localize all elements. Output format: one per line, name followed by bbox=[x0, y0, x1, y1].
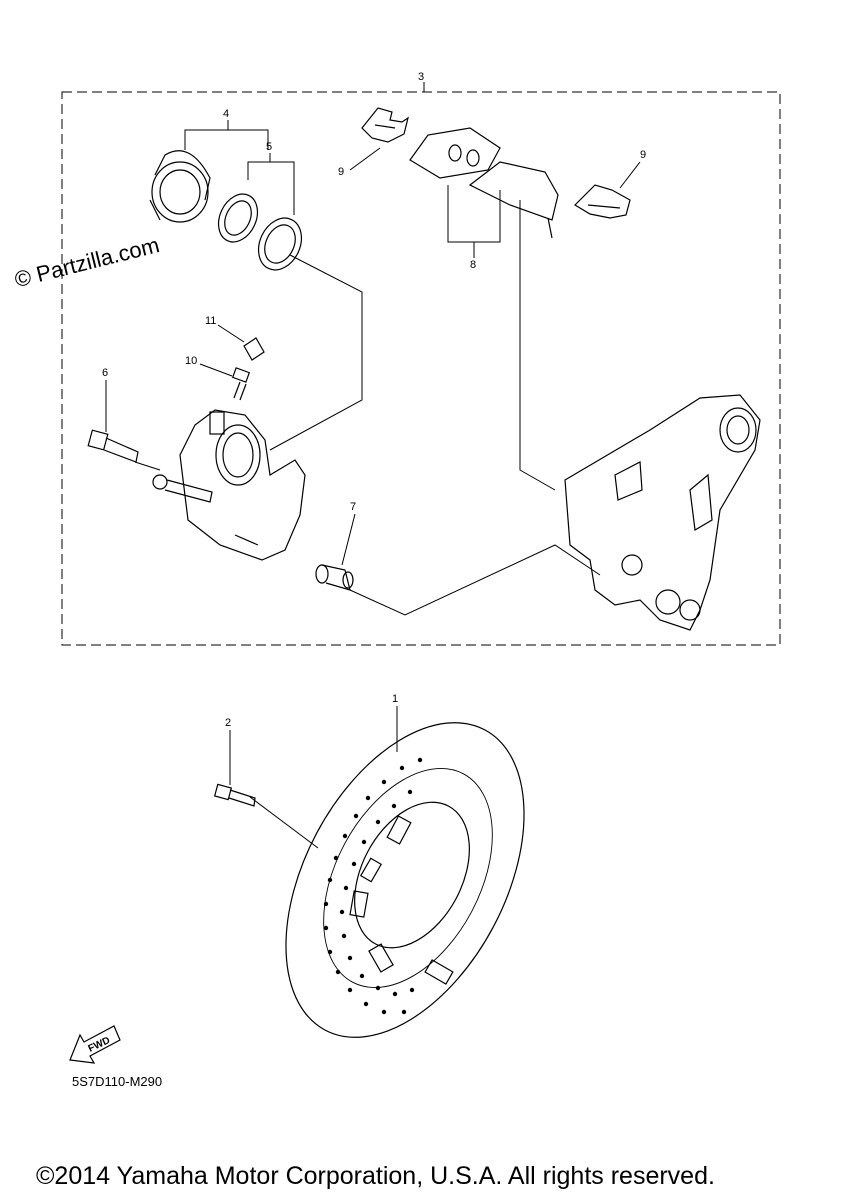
callout-9-left: 9 bbox=[338, 166, 344, 178]
callout-9-right: 9 bbox=[640, 149, 646, 161]
brake-disc-part-1 bbox=[285, 722, 525, 1038]
boot-part-7 bbox=[315, 564, 354, 591]
bolt-part-6 bbox=[87, 429, 139, 463]
callout-2: 2 bbox=[225, 717, 231, 729]
bleed-cap-part-11 bbox=[243, 337, 265, 361]
pad-clip-part-9-right bbox=[574, 184, 631, 219]
fwd-arrow-icon: FWD bbox=[69, 1025, 121, 1064]
callout-5: 5 bbox=[266, 141, 272, 153]
copyright-footer: ©2014 Yamaha Motor Corporation, U.S.A. A… bbox=[36, 1162, 715, 1190]
disc-bolt-part-2 bbox=[213, 783, 256, 807]
callout-1: 1 bbox=[392, 693, 398, 705]
seal-kit-part-5 bbox=[217, 193, 303, 271]
diagram-code: 5S7D110-M290 bbox=[72, 1074, 163, 1089]
callout-11: 11 bbox=[205, 315, 216, 327]
brake-pad-kit-part-8 bbox=[409, 127, 559, 239]
callout-6: 6 bbox=[102, 367, 108, 379]
caliper-assembly-boundary bbox=[61, 91, 781, 646]
callout-10: 10 bbox=[185, 355, 197, 367]
piston-part-4 bbox=[149, 150, 211, 223]
bleed-screw-part-10 bbox=[231, 367, 251, 401]
callout-3: 3 bbox=[418, 71, 424, 83]
pad-clip-part-9-left bbox=[361, 107, 409, 143]
callout-4: 4 bbox=[223, 108, 229, 120]
caliper-bracket bbox=[564, 394, 761, 631]
caliper-body bbox=[152, 409, 306, 561]
leader-lines bbox=[105, 82, 641, 849]
callout-8: 8 bbox=[470, 259, 476, 271]
callout-7: 7 bbox=[350, 501, 356, 513]
